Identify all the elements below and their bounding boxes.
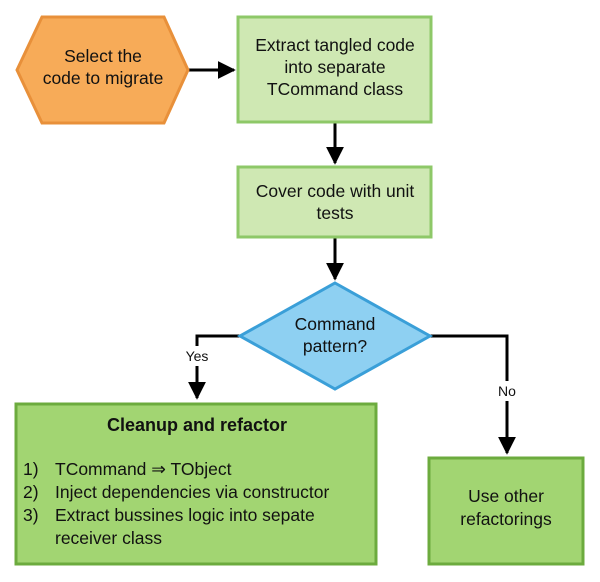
start-text-line1: Select the <box>64 46 142 66</box>
decision-node: Command pattern? <box>236 281 434 391</box>
step-3-text-cont: receiver class <box>55 528 162 548</box>
other-text-line2: refactorings <box>460 509 552 529</box>
cleanup-title: Cleanup and refactor <box>107 415 287 435</box>
extract-box <box>236 15 433 124</box>
cover-node: Cover code with unit tests <box>236 165 433 239</box>
cover-text-line2: tests <box>317 203 354 223</box>
extract-text-line2: into separate <box>284 57 385 77</box>
extract-text-line3: TCommand class <box>267 79 403 99</box>
connectors <box>188 61 516 455</box>
yes-label: Yes <box>186 348 209 364</box>
cleanup-node: Cleanup and refactor 1) TCommand ⇒ TObje… <box>14 402 378 566</box>
start-text-line2: code to migrate <box>43 68 164 88</box>
other-box <box>427 456 585 566</box>
start-hexagon <box>15 15 190 125</box>
decision-text-line2: pattern? <box>303 336 367 356</box>
step-2-number: 2) <box>23 482 39 502</box>
start-node: Select the code to migrate <box>15 15 190 125</box>
edge-decision-no <box>430 334 516 455</box>
step-1-number: 1) <box>23 459 39 479</box>
extract-text-line1: Extract tangled code <box>255 35 415 55</box>
extract-node: Extract tangled code into separate TComm… <box>236 15 433 124</box>
cover-box <box>236 165 433 239</box>
other-node: Use other refactorings <box>427 456 585 566</box>
other-text-line1: Use other <box>468 486 544 506</box>
decision-text-line1: Command <box>295 314 376 334</box>
decision-diamond <box>236 281 434 391</box>
step-2-text: Inject dependencies via constructor <box>55 482 329 502</box>
cover-text-line1: Cover code with unit <box>256 181 415 201</box>
step-3-text: Extract bussines logic into sepate <box>55 505 315 525</box>
cleanup-box <box>14 402 378 566</box>
no-label: No <box>498 383 516 399</box>
edge-decision-yes <box>188 334 240 400</box>
step-3-number: 3) <box>23 505 39 525</box>
step-1-text: TCommand ⇒ TObject <box>55 459 232 479</box>
